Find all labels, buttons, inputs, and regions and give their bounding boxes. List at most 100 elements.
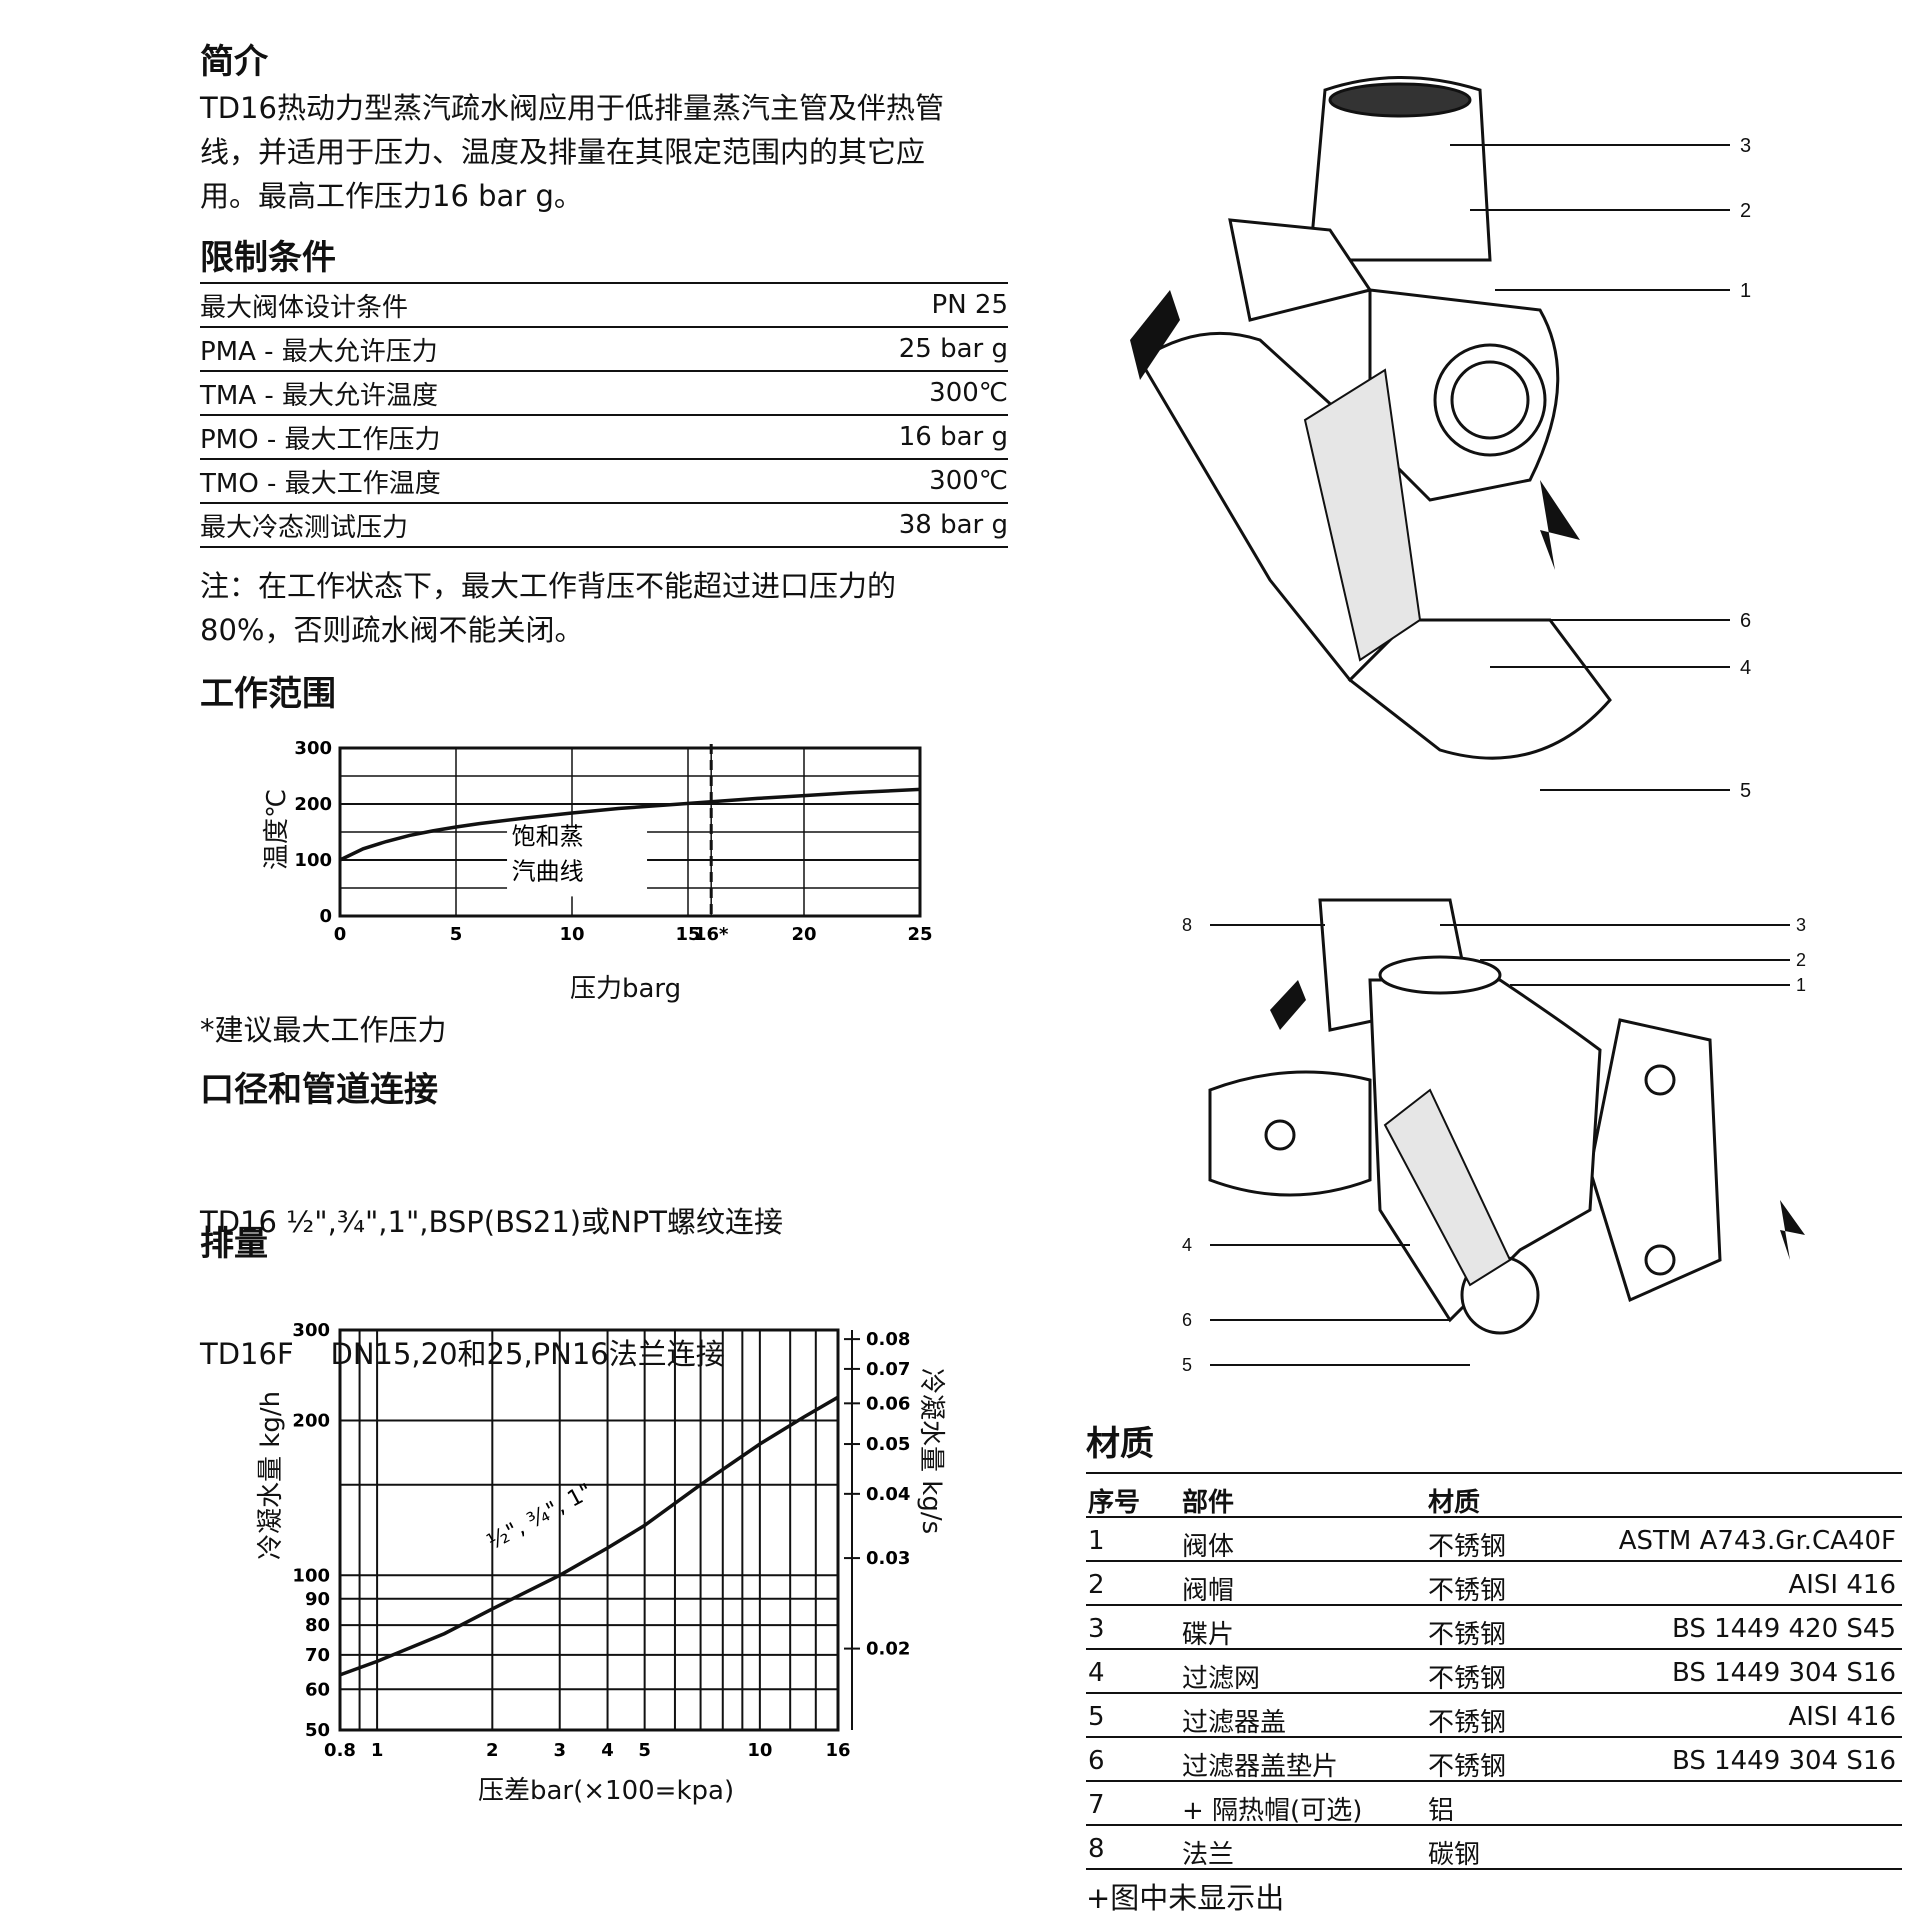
callout-4: 4 [1182,1235,1192,1255]
y-tick-label: 200 [292,1411,330,1432]
y-tick-label: 50 [305,1720,330,1741]
limits-row: PMO - 最大工作压力 16 bar g [200,416,1008,460]
cell-no: 5 [1088,1702,1105,1732]
plot-frame [338,1328,840,1732]
cell-part: 过滤网 [1182,1664,1261,1694]
x-tick-label: 5 [638,1740,651,1761]
right-tick-label: 0.04 [866,1484,910,1505]
x-tick-label: 2 [486,1740,499,1761]
cell-material: 不锈钢 [1428,1752,1507,1782]
y-tick-label: 300 [294,738,332,759]
cell-no: 1 [1088,1526,1105,1556]
cell-part: 过滤器盖垫片 [1182,1752,1339,1782]
limit-label: 最大冷态测试压力 [200,512,409,543]
x-tick-label: 16 [825,1740,850,1761]
x-tick-label: 16* [694,924,729,945]
limits-row: 最大阀体设计条件 PN 25 [200,284,1008,328]
capacity-ylabel-left: 冷凝水量 kg/h [256,1390,286,1560]
saturation-curve [339,787,921,862]
x-tick-label: 5 [450,924,463,945]
right-tick-label: 0.07 [866,1359,910,1380]
intro-text: TD16热动力型蒸汽疏水阀应用于低排量蒸汽主管及伴热管 线，并适用于压力、温度及… [200,86,944,218]
x-tick-label: 10 [747,1740,772,1761]
x-tick-label: 20 [791,924,816,945]
capacity-ylabel-right: 冷凝水量 kg/s [916,1368,946,1535]
cell-no: 7 [1088,1790,1105,1820]
callout-8: 8 [1182,915,1192,935]
curve-annotation: 饱和蒸 [512,822,584,850]
y-tick-label: 0 [319,906,332,927]
flanged-trap-drawing: 8 3 2 1 4 6 5 [1182,898,1806,1375]
materials-footnote: +图中未显示出 [1086,1881,1285,1915]
cell-part: 过滤器盖 [1182,1708,1287,1738]
col-part: 部件 [1182,1488,1235,1518]
callout-6: 6 [1182,1310,1192,1330]
cell-material: 不锈钢 [1428,1576,1507,1606]
limit-value: 16 bar g [898,422,1008,452]
connections-text: TD16 ½",¾",1",BSP(BS21)或NPT螺纹连接 TD16F DN… [200,1112,783,1420]
limit-label: PMO - 最大工作压力 [200,424,441,455]
note-line: 80%，否则疏水阀不能关闭。 [200,613,584,647]
y-tick-label: 100 [294,850,332,871]
limit-value: 25 bar g [898,334,1008,364]
callout-1: 1 [1796,975,1806,995]
limit-value: PN 25 [931,290,1008,320]
range-xlabel: 压力barg [570,974,682,1004]
series-label: ½", ¾", 1" [483,1479,596,1555]
x-tick-label: 3 [553,1740,566,1761]
x-tick-label: 4 [601,1740,614,1761]
limit-value: 300℃ [929,378,1008,408]
range-heading: 工作范围 [200,674,336,714]
x-tick-label: 0 [334,924,347,945]
callout-1: 1 [1740,280,1751,302]
x-tick-label: 0.8 [324,1740,356,1761]
col-no: 序号 [1088,1488,1141,1518]
cell-part: 阀体 [1182,1532,1235,1562]
connection-line: TD16 ½",¾",1",BSP(BS21)或NPT螺纹连接 [200,1205,784,1239]
cell-part: 法兰 [1182,1840,1235,1870]
x-tick-label: 25 [907,924,932,945]
cell-no: 2 [1088,1570,1105,1600]
cell-spec: BS 1449 304 S16 [1671,1746,1896,1776]
cell-no: 3 [1088,1614,1105,1644]
range-footnote: *建议最大工作压力 [200,1013,447,1047]
connections-heading: 口径和管道连接 [200,1070,438,1110]
cell-material: 不锈钢 [1428,1532,1507,1562]
y-tick-label: 90 [305,1589,330,1610]
intro-line: 线，并适用于压力、温度及排量在其限定范围内的其它应 [200,135,926,169]
limit-value: 300℃ [929,466,1008,496]
cell-no: 8 [1088,1834,1105,1864]
intro-line: 用。最高工作压力16 bar g。 [200,179,583,213]
callout-3: 3 [1796,915,1806,935]
limit-value: 38 bar g [898,510,1008,540]
materials-header-row: 序号 部件 材质 [1086,1474,1902,1518]
cell-material: 碳钢 [1428,1840,1481,1870]
cell-material: 不锈钢 [1428,1664,1507,1694]
callout-5: 5 [1182,1355,1192,1375]
right-tick-label: 0.05 [866,1434,910,1455]
materials-heading: 材质 [1086,1424,1154,1464]
limits-note: 注：在工作状态下，最大工作背压不能超过进口压力的 80%，否则疏水阀不能关闭。 [200,564,896,652]
callout-2: 2 [1796,950,1806,970]
y-tick-label: 300 [292,1320,330,1341]
y-tick-label: 80 [305,1615,330,1636]
limit-label: 最大阀体设计条件 [200,292,409,323]
x-tick-label: 10 [559,924,584,945]
y-tick-label: 100 [292,1565,330,1586]
cell-material: 不锈钢 [1428,1708,1507,1738]
plot-frame [338,746,922,918]
cell-spec: BS 1449 420 S45 [1671,1614,1896,1644]
callout-4: 4 [1740,657,1751,679]
